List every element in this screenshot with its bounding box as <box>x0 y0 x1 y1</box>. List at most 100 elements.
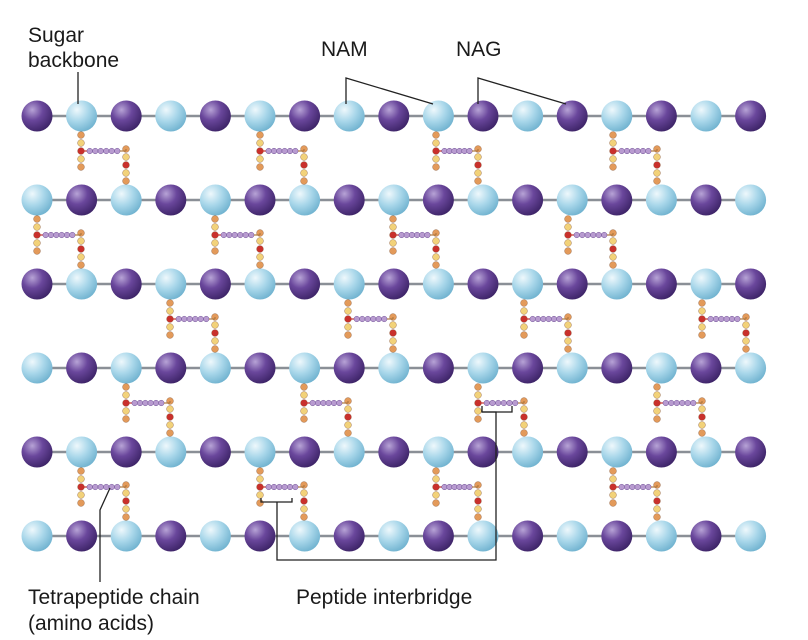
peptide-crosslink <box>520 299 572 353</box>
sugar-backbone-row <box>21 352 767 384</box>
nam-label: NAM <box>321 38 368 61</box>
nag-sugar <box>199 100 231 132</box>
amino-acid <box>474 169 482 177</box>
amino-acid <box>389 337 397 345</box>
peptide-crosslink <box>300 383 352 437</box>
amino-acid <box>609 131 617 139</box>
amino-acid <box>211 337 219 345</box>
nam-sugar <box>556 520 588 552</box>
interbridge-glycine <box>265 483 272 491</box>
amino-acid <box>256 467 264 475</box>
interbridge-glycine <box>320 399 327 407</box>
amino-acid <box>300 383 308 391</box>
interbridge-glycine <box>114 483 121 491</box>
peptide-crosslink <box>256 467 308 521</box>
nag-sugar <box>244 184 276 216</box>
interbridge-glycine <box>618 483 625 491</box>
interbridge-glycine <box>629 147 636 155</box>
nam-sugar <box>690 100 722 132</box>
amino-acid <box>300 169 308 177</box>
amino-acid <box>256 163 264 171</box>
amino-acid <box>122 161 130 169</box>
nam-sugar <box>467 184 499 216</box>
interbridge-glycine <box>281 483 288 491</box>
interbridge-glycine <box>286 483 294 491</box>
interbridge-glycine <box>175 315 182 323</box>
amino-acid <box>33 239 41 247</box>
nag-sugar <box>690 352 722 384</box>
nam-sugar <box>735 184 767 216</box>
amino-acid <box>300 489 308 497</box>
nag-sugar <box>467 100 499 132</box>
leader-line <box>260 498 293 503</box>
amino-acid <box>389 239 397 247</box>
amino-acid <box>653 177 661 185</box>
amino-acid <box>256 139 264 147</box>
amino-acid <box>653 513 661 521</box>
nam-sugar <box>244 436 276 468</box>
amino-acid <box>474 489 482 497</box>
amino-acid <box>344 405 352 413</box>
amino-acid <box>609 491 617 499</box>
interbridge-glycine <box>276 147 283 155</box>
interbridge-glycine <box>483 399 490 407</box>
interbridge-glycine <box>398 231 405 239</box>
interbridge-glycine <box>152 399 160 407</box>
nag-sugar <box>735 268 767 300</box>
nag-sugar <box>21 100 53 132</box>
interbridge-glycine <box>142 399 149 407</box>
interbridge-glycine <box>690 399 697 407</box>
amino-acid <box>698 429 706 437</box>
amino-acid <box>300 407 308 415</box>
nag-sugar <box>333 352 365 384</box>
amino-acid <box>166 307 174 315</box>
interbridge-glycine <box>645 483 652 491</box>
amino-acid <box>609 245 617 253</box>
nag-sugar <box>645 100 677 132</box>
amino-acid <box>432 475 440 483</box>
amino-acid <box>344 331 352 339</box>
interbridge-glycine <box>53 231 60 239</box>
amino-acid <box>653 505 661 513</box>
amino-acid <box>564 239 572 247</box>
amino-acid <box>256 155 264 163</box>
nam-sugar <box>601 436 633 468</box>
interbridge-glycine <box>63 231 71 239</box>
amino-acid <box>256 491 264 499</box>
amino-acid <box>33 223 41 231</box>
amino-acid <box>653 391 661 399</box>
nag-sugar <box>21 436 53 468</box>
interbridge-glycine <box>314 399 322 407</box>
nag-sugar <box>735 100 767 132</box>
amino-acid <box>432 163 440 171</box>
nam-sugar <box>467 352 499 384</box>
interbridge-glycine <box>545 315 552 323</box>
peptide-crosslink <box>653 383 706 437</box>
amino-acid <box>609 237 617 245</box>
amino-acid <box>520 429 528 437</box>
nag-label: NAG <box>456 38 502 61</box>
amino-acid <box>166 405 174 413</box>
nag-sugar <box>645 436 677 468</box>
interbridge-glycine <box>359 315 366 323</box>
peptide-interbridge-label: Peptide interbridge <box>296 586 472 609</box>
amino-acid <box>698 331 706 339</box>
labels: Sugar backbone NAM NAG Tetrapeptide chai… <box>28 24 502 635</box>
amino-acid <box>122 153 130 161</box>
interbridge-glycine <box>97 147 104 155</box>
amino-acid <box>474 505 482 513</box>
interbridge-glycine <box>58 231 65 239</box>
interbridge-glycine <box>42 231 49 239</box>
amino-acid <box>77 253 85 261</box>
interbridge-glycine <box>370 315 377 323</box>
nag-sugar <box>690 184 722 216</box>
amino-acid <box>474 391 482 399</box>
nag-sugar <box>110 100 142 132</box>
amino-acid <box>432 499 440 507</box>
amino-acid <box>474 497 482 505</box>
amino-acid <box>344 421 352 429</box>
amino-acid <box>122 177 130 185</box>
nam-sugar <box>333 100 365 132</box>
nag-sugar <box>556 100 588 132</box>
amino-acid <box>344 429 352 437</box>
